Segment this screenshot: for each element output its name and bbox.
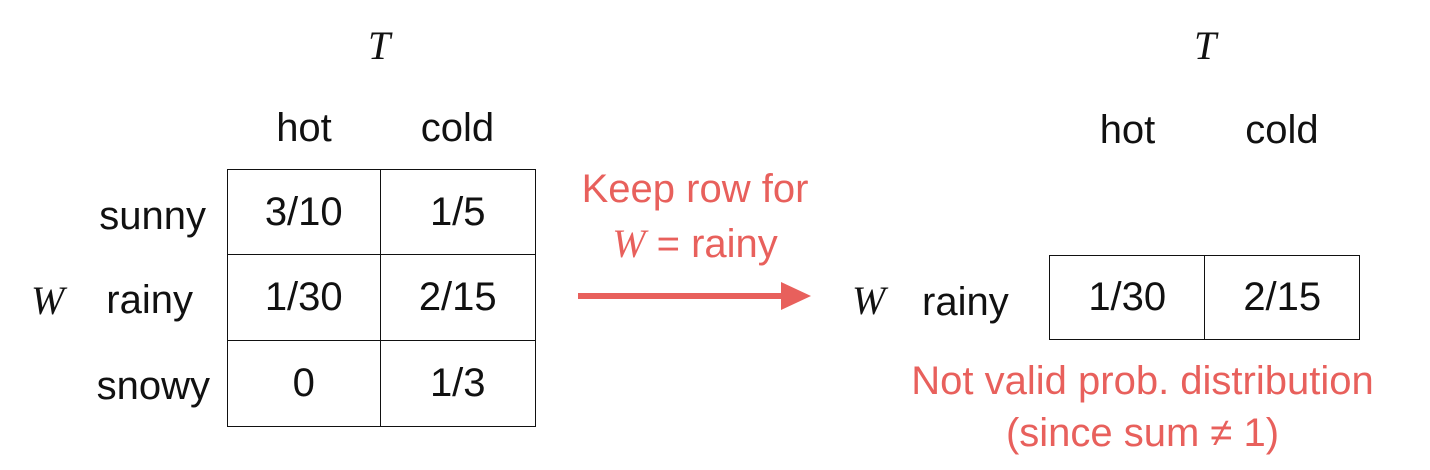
cell-rainy-cold: 2/15 [379,254,536,341]
arrow-caption-rest: = rainy [645,222,778,266]
cell-rainy-hot: 1/30 [227,254,381,341]
left-col-variable: T [368,23,391,68]
right-col-header-cold: cold [1245,108,1319,152]
left-row-variable: W [31,278,65,323]
right-arrow [578,282,811,310]
left-col-header-hot: hot [276,106,332,150]
table-row: 0 1/3 [227,340,536,427]
cell-sunny-hot: 3/10 [227,169,381,255]
right-col-header-hot: hot [1099,108,1156,152]
left-row-label-sunny: sunny [99,194,206,238]
right-row-variable: W [852,278,886,323]
cell-rainy-hot: 1/30 [1048,255,1206,340]
arrow-caption-var: W [612,221,646,266]
right-probability-table: 1/30 2/15 [1048,255,1360,340]
cell-snowy-hot: 0 [227,340,381,427]
arrow-caption-line1: Keep row for [581,167,809,211]
cell-snowy-cold: 1/3 [379,340,536,427]
table-row: 1/30 2/15 [227,254,536,341]
table-row: 3/10 1/5 [227,169,536,255]
right-col-variable: T [1194,23,1217,68]
table-row: 1/30 2/15 [1048,255,1360,340]
right-row-label-rainy: rainy [922,280,1009,324]
arrow-caption-line2: W = rainy [560,221,830,266]
left-row-label-rainy: rainy [106,278,193,322]
left-col-header-cold: cold [420,106,495,150]
cell-sunny-cold: 1/5 [379,169,536,255]
left-row-label-snowy: snowy [96,364,210,408]
left-probability-table: 3/10 1/5 1/30 2/15 0 1/3 [227,169,536,427]
invalid-distribution-note: Not valid prob. distribution [911,359,1374,403]
cell-rainy-cold: 2/15 [1204,255,1360,340]
invalid-distribution-reason: (since sum ≠ 1) [1005,411,1280,455]
